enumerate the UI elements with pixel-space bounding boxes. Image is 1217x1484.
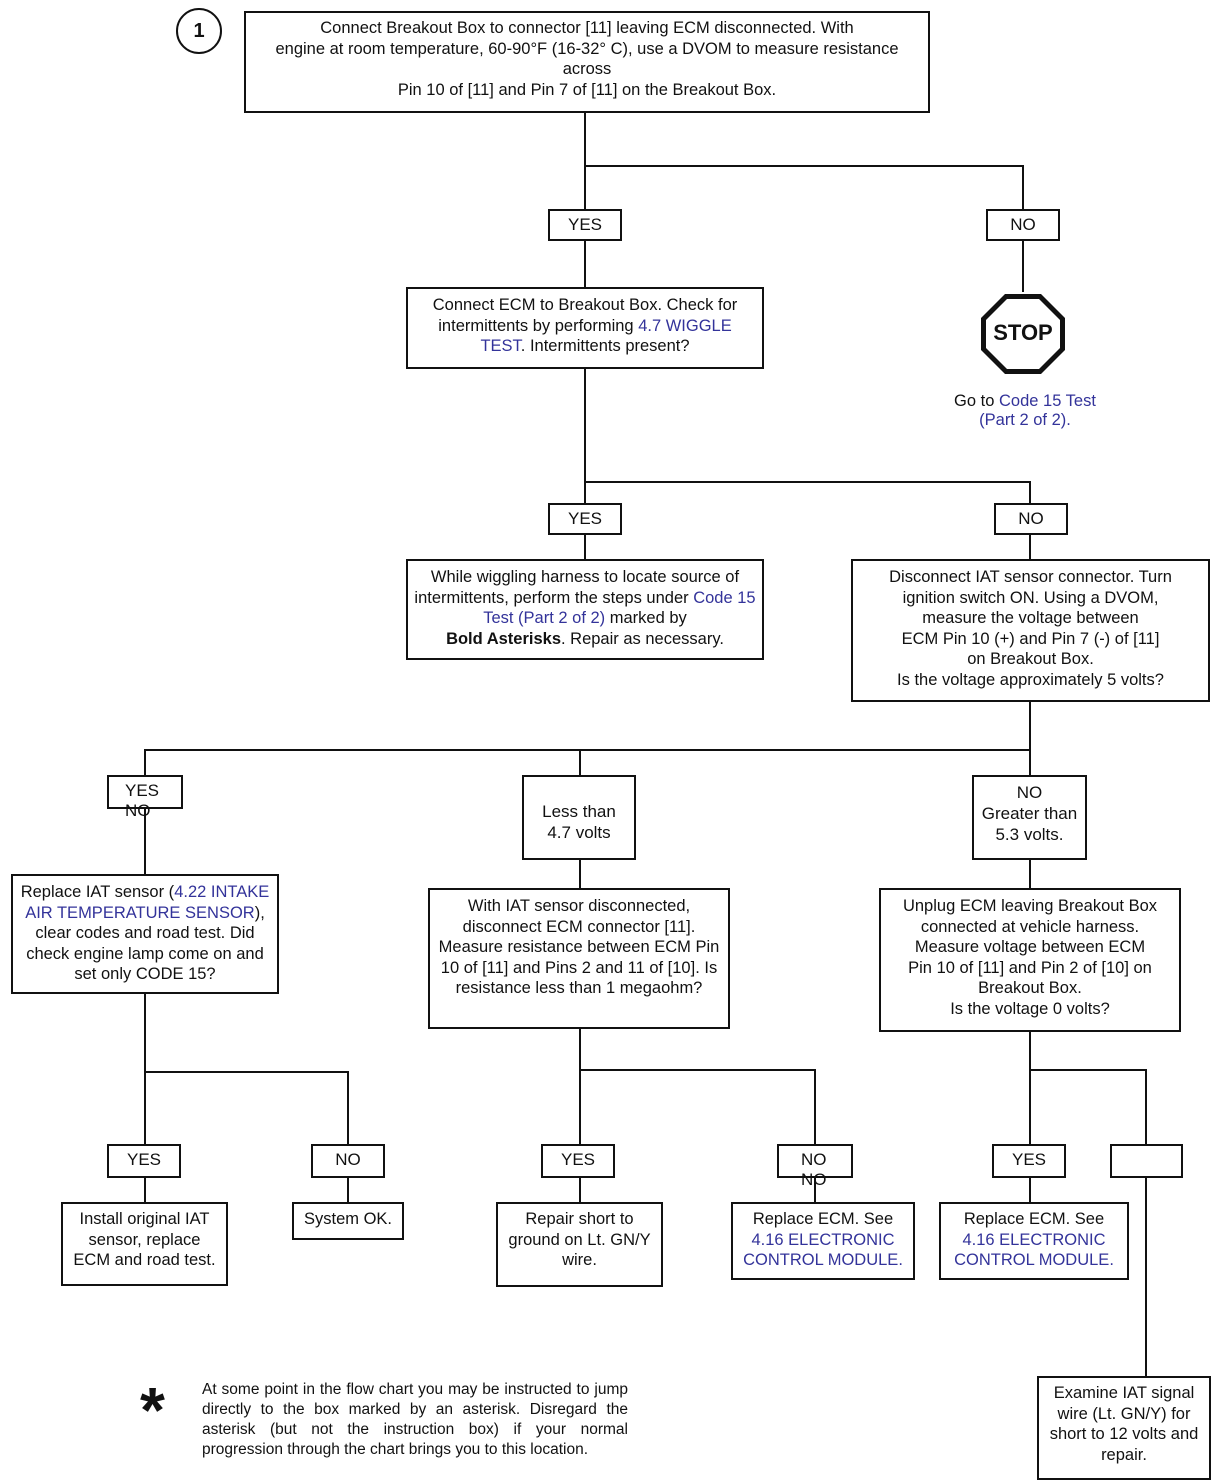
box-wiggle-text1: Connect ECM to Breakout Box. Check for i… — [432, 296, 738, 335]
label-no-1: NO — [986, 209, 1060, 241]
box-wiggle-text2: . Intermittents present? — [520, 337, 690, 355]
label-less-than-line2: 4.7 volts — [547, 823, 611, 842]
box-disconnect-iat-line4: ECM Pin 10 (+) and Pin 7 (-) of [11] — [901, 629, 1160, 648]
box-system-ok-text: System OK. — [303, 1210, 393, 1228]
box-unplug-ecm-line5: Breakout Box. — [978, 979, 1082, 997]
box-unplug-ecm-line1: Unplug ECM leaving Breakout Box — [902, 897, 1158, 915]
label-yes-6: YES — [992, 1144, 1066, 1178]
box-replace-iat-text1: Replace IAT sensor ( — [20, 883, 175, 901]
box-measure-resistance: With IAT sensor disconnected, disconnect… — [428, 888, 730, 1029]
label-no-no-5: NO NO — [777, 1144, 853, 1189]
box-wiggling-text1: While wiggling harness to locate source … — [414, 568, 740, 607]
box-system-ok: System OK. — [292, 1202, 404, 1240]
footnote-text: At some point in the flow chart you may … — [202, 1381, 628, 1458]
label-no-2: NO — [994, 503, 1068, 535]
box-unplug-ecm-line3: Measure voltage between ECM — [914, 938, 1146, 956]
box-connect-breakout-line1: Connect Breakout Box to connector [11] l… — [320, 19, 854, 37]
box-wiggling-bold: Bold Asterisks — [446, 629, 561, 648]
box-repair-short-text: Repair short to ground on Lt. GN/Y wire. — [508, 1210, 651, 1269]
box-wiggling-text2: marked by — [605, 609, 687, 627]
box-replace-ecm-2-text: Replace ECM. See — [963, 1210, 1105, 1228]
box-disconnect-iat: Disconnect IAT sensor connector. Turn ig… — [851, 559, 1210, 702]
label-greater-than: NO Greater than 5.3 volts. — [972, 775, 1087, 860]
box-replace-ecm-1: Replace ECM. See 4.16 ELECTRONIC CONTROL… — [731, 1202, 915, 1280]
link-wiggle-test[interactable]: 4.7 WIGGLE TEST — [480, 316, 732, 356]
stop-sign-icon — [981, 294, 1065, 374]
box-unplug-ecm-line2: connected at vehicle harness. — [920, 917, 1140, 936]
box-install-original-text: Install original IAT sensor, replace ECM… — [73, 1210, 216, 1269]
box-connect-breakout: Connect Breakout Box to connector [11] l… — [244, 11, 930, 113]
link-code15-part2-b[interactable]: Code 15 Test (Part 2 of 2) — [483, 588, 756, 628]
box-repair-short: Repair short to ground on Lt. GN/Y wire. — [496, 1202, 663, 1287]
box-disconnect-iat-line2: ignition switch ON. Using a DVOM, — [902, 588, 1159, 607]
label-no-4: NO — [311, 1144, 385, 1178]
link-code15-test[interactable]: Code 15 Test — [999, 392, 1096, 410]
box-unplug-ecm-line6: Is the voltage 0 volts? — [950, 999, 1110, 1018]
box-disconnect-iat-line3: measure the voltage between — [922, 609, 1139, 627]
box-wiggle-test: Connect ECM to Breakout Box. Check for i… — [406, 287, 764, 369]
box-replace-ecm-2: Replace ECM. See 4.16 ELECTRONIC CONTROL… — [939, 1202, 1129, 1280]
box-wiggling-harness: While wiggling harness to locate source … — [406, 559, 764, 660]
goto-code15: Go to Code 15 Test (Part 2 of 2). — [930, 392, 1120, 430]
box-connect-breakout-line2: engine at room temperature, 60-90°F (16-… — [275, 39, 899, 58]
label-less-than-line1: Less than — [542, 802, 616, 821]
link-code15-part2[interactable]: (Part 2 of 2). — [979, 411, 1071, 429]
box-examine-iat-text: Examine IAT signal wire (Lt. GN/Y) for s… — [1049, 1384, 1199, 1464]
label-greater-than-line1: NO — [1016, 783, 1043, 802]
link-electronic-control-module-2[interactable]: 4.16 ELECTRONIC CONTROL MODULE. — [954, 1230, 1114, 1270]
label-less-than: Less than 4.7 volts — [522, 775, 636, 860]
label-yes-2: YES — [548, 503, 622, 535]
box-disconnect-iat-line6: Is the voltage approximately 5 volts? — [897, 670, 1164, 689]
label-greater-than-line2: Greater than — [981, 804, 1078, 823]
stop-sign-label: STOP — [993, 320, 1053, 345]
box-unplug-ecm: Unplug ECM leaving Breakout Box connecte… — [879, 888, 1181, 1032]
label-greater-than-line3: 5.3 volts. — [995, 825, 1064, 844]
box-replace-iat: Replace IAT sensor (4.22 INTAKE AIR TEMP… — [11, 874, 279, 994]
goto-prefix: Go to — [954, 392, 999, 410]
label-yes-no-3: YES NO — [107, 775, 183, 820]
box-examine-iat-wire: Examine IAT signal wire (Lt. GN/Y) for s… — [1037, 1376, 1211, 1480]
link-electronic-control-module-1[interactable]: 4.16 ELECTRONIC CONTROL MODULE. — [743, 1230, 903, 1270]
box-connect-breakout-line4: Pin 10 of [11] and Pin 7 of [11] on the … — [397, 80, 777, 99]
label-yes-1: YES — [548, 209, 622, 241]
box-disconnect-iat-line5: on Breakout Box. — [967, 650, 1094, 668]
box-disconnect-iat-line1: Disconnect IAT sensor connector. Turn — [889, 568, 1172, 586]
label-yes-5: YES — [541, 1144, 615, 1178]
box-replace-iat-text2: ), clear codes and road test. Did check … — [26, 903, 265, 984]
box-connect-breakout-line3: across — [562, 60, 612, 78]
box-unplug-ecm-line4: Pin 10 of [11] and Pin 2 of [10] on — [908, 958, 1152, 977]
asterisk-icon: * — [140, 1374, 165, 1446]
box-install-original-iat: Install original IAT sensor, replace ECM… — [61, 1202, 228, 1286]
step-number-badge: 1 — [176, 8, 222, 54]
box-replace-ecm-1-text: Replace ECM. See — [752, 1210, 894, 1228]
box-measure-resistance-text: With IAT sensor disconnected, disconnect… — [438, 897, 720, 997]
link-intake-air-temp-sensor[interactable]: 4.22 INTAKE AIR TEMPERATURE SENSOR — [25, 883, 270, 922]
label-yes-4: YES — [107, 1144, 181, 1178]
box-wiggling-text3: . Repair as necessary. — [561, 629, 724, 648]
label-blank-6 — [1110, 1144, 1183, 1178]
